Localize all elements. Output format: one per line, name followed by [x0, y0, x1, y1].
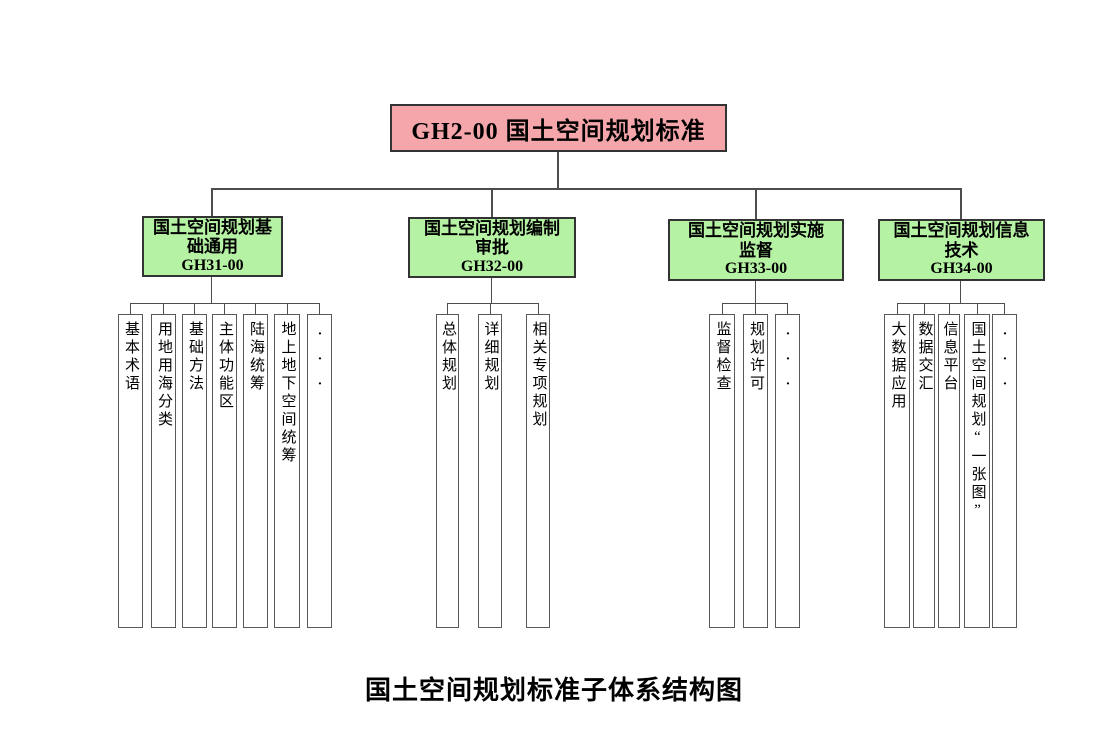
leaf-node: 详细规划: [478, 314, 502, 628]
leaf-label: 国土空间规划“一张图”: [969, 321, 986, 521]
connector: [194, 303, 195, 314]
group-node-gh32: 国土空间规划编制 审批 GH32-00: [408, 217, 576, 278]
group-title-line: 国土空间规划编制: [424, 218, 560, 238]
connector: [491, 188, 493, 217]
leaf-node: 信息平台: [938, 314, 960, 628]
connector: [897, 303, 898, 314]
group-node-gh34: 国土空间规划信息 技术 GH34-00: [878, 219, 1045, 281]
group-title-line: 国土空间规划基: [153, 217, 272, 237]
leaf-node-ellipsis: ···: [775, 314, 800, 628]
leaf-node: 用地用海分类: [151, 314, 176, 628]
ellipsis-label: ···: [997, 327, 1013, 402]
connector: [491, 278, 492, 303]
group-node-gh31: 国土空间规划基 础通用 GH31-00: [142, 216, 283, 277]
group-code: GH32-00: [460, 257, 524, 275]
connector: [211, 188, 213, 216]
leaf-node: 规划许可: [743, 314, 768, 628]
leaf-label: 详细规划: [482, 321, 499, 393]
leaf-node: 大数据应用: [884, 314, 910, 628]
leaf-node: 陆海统筹: [243, 314, 268, 628]
connector: [924, 303, 925, 314]
root-node-label: GH2-00 国土空间规划标准: [411, 118, 706, 145]
leaf-node: 地上地下空间统筹: [274, 314, 300, 628]
leaf-node: 相关专项规划: [526, 314, 550, 628]
leaf-label: 大数据应用: [889, 321, 906, 411]
connector: [490, 303, 491, 314]
group-title-line: 础通用: [187, 237, 238, 257]
connector: [977, 303, 978, 314]
leaf-node: 监督检查: [709, 314, 735, 628]
leaf-node: 基础方法: [182, 314, 207, 628]
group-code: GH31-00: [181, 256, 244, 274]
group-code: GH34-00: [930, 260, 993, 278]
leaf-label: 地上地下空间统筹: [279, 321, 296, 465]
connector: [447, 303, 539, 304]
leaf-label: 陆海统筹: [248, 321, 264, 393]
group-title-line: 国土空间规划信息: [893, 221, 1030, 241]
connector: [255, 303, 256, 314]
connector: [319, 303, 320, 314]
leaf-label: 主体功能区: [217, 321, 233, 411]
leaf-node: 数据交汇: [913, 314, 935, 628]
group-title-line: 审批: [475, 238, 509, 258]
connector: [960, 281, 961, 303]
connector: [755, 303, 756, 314]
leaf-node: 基本术语: [118, 314, 143, 628]
leaf-label: 基本术语: [123, 321, 139, 393]
connector: [447, 303, 448, 314]
leaf-node-ellipsis: ···: [992, 314, 1017, 628]
group-title-line: 监督: [739, 240, 773, 260]
ellipsis-label: ···: [312, 327, 328, 402]
leaf-label: 用地用海分类: [156, 321, 172, 429]
connector: [897, 303, 1005, 304]
leaf-node: 主体功能区: [212, 314, 237, 628]
connector: [787, 303, 788, 314]
connector: [130, 303, 131, 314]
connector: [224, 303, 225, 314]
group-code: GH33-00: [724, 260, 788, 278]
connector: [960, 188, 962, 219]
leaf-label: 总体规划: [440, 321, 456, 393]
connector: [949, 303, 950, 314]
connector: [755, 281, 756, 303]
group-title-line: 国土空间规划实施: [688, 221, 824, 241]
connector: [211, 188, 962, 190]
connector: [557, 152, 559, 188]
connector: [130, 303, 320, 304]
connector: [722, 303, 723, 314]
leaf-node: 国土空间规划“一张图”: [964, 314, 990, 628]
connector: [755, 188, 757, 219]
connector: [287, 303, 288, 314]
leaf-label: 监督检查: [714, 321, 731, 393]
diagram-caption: 国土空间规划标准子体系结构图: [364, 676, 743, 705]
connector: [163, 303, 164, 314]
ellipsis-label: ···: [780, 327, 796, 402]
leaf-label: 相关专项规划: [530, 321, 547, 429]
leaf-label: 数据交汇: [916, 321, 933, 393]
leaf-label: 基础方法: [187, 321, 203, 393]
connector: [211, 277, 212, 303]
group-title-line: 技术: [944, 240, 979, 260]
leaf-node-ellipsis: ···: [307, 314, 332, 628]
connector: [538, 303, 539, 314]
leaf-label: 信息平台: [941, 321, 958, 393]
group-node-gh33: 国土空间规划实施 监督 GH33-00: [668, 219, 844, 281]
leaf-label: 规划许可: [748, 321, 764, 393]
connector: [1004, 303, 1005, 314]
leaf-node: 总体规划: [436, 314, 459, 628]
root-node: GH2-00 国土空间规划标准: [390, 104, 727, 152]
